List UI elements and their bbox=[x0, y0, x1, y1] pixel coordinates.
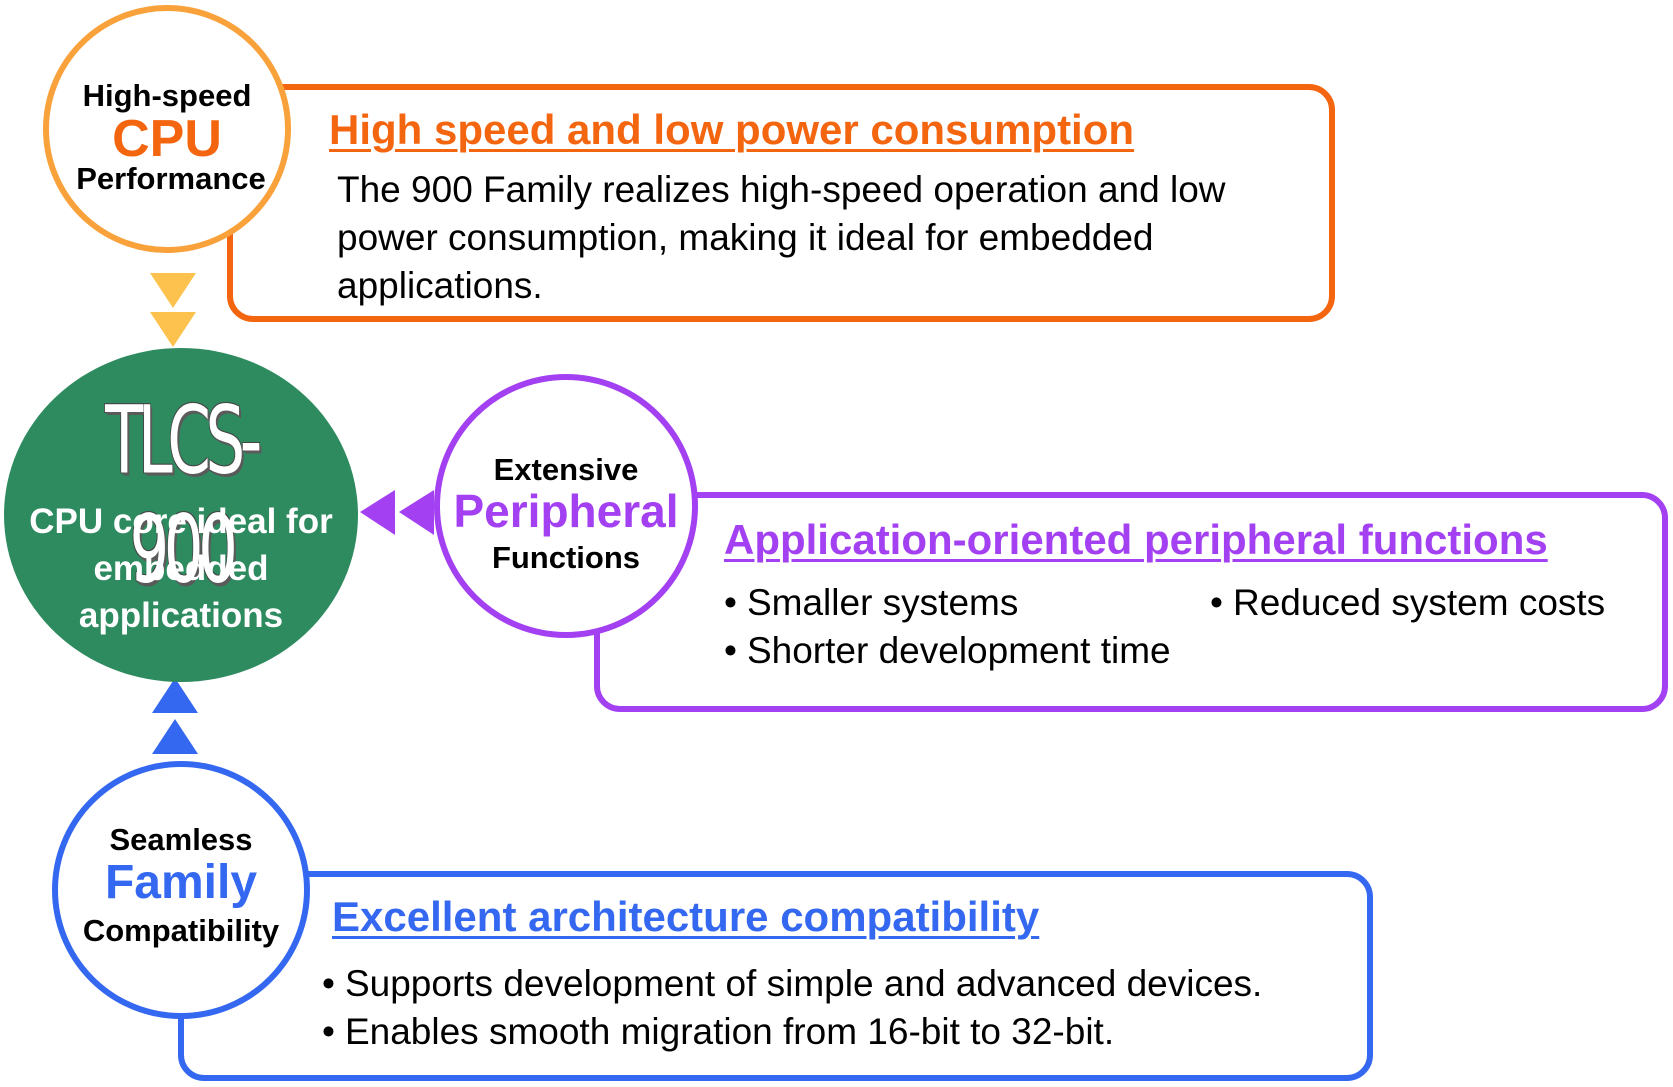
family-circle-big-label: Family bbox=[104, 856, 258, 909]
peripheral-circle-top-label: Extensive bbox=[493, 452, 639, 487]
family-circle: Seamless Family Compatibility bbox=[52, 761, 310, 1019]
core-title: TLCS-900 bbox=[105, 385, 262, 605]
down-arrow-icon-1 bbox=[150, 273, 196, 308]
cpu-circle-top-label: High-speed bbox=[82, 78, 252, 113]
family-bullet-1: Supports development of simple and advan… bbox=[322, 963, 1262, 1005]
cpu-circle-big-label: CPU bbox=[112, 110, 222, 168]
peripheral-circle-big-label: Peripheral bbox=[453, 485, 679, 537]
cpu-circle-bottom-label: Performance bbox=[76, 161, 266, 196]
up-arrow-icon-1 bbox=[152, 678, 198, 713]
down-arrow-icon-2 bbox=[150, 312, 196, 347]
peripheral-feature-panel: Application-oriented peripheral function… bbox=[594, 492, 1668, 712]
peripheral-bullet-3: Shorter development time bbox=[724, 630, 1171, 672]
core-line-3: applications bbox=[78, 596, 284, 635]
left-arrow-icon-1 bbox=[360, 490, 395, 535]
up-arrow-icon-2 bbox=[152, 719, 198, 754]
cpu-feature-title: High speed and low power consumption bbox=[329, 106, 1135, 153]
cpu-feature-body: The 900 Family realizes high-speed opera… bbox=[337, 169, 1226, 306]
family-feature-title: Excellent architecture compatibility bbox=[332, 893, 1040, 940]
peripheral-bullet-2: Reduced system costs bbox=[1210, 582, 1605, 624]
cpu-feature-panel: High speed and low power consumption The… bbox=[227, 84, 1335, 322]
family-feature-panel: Excellent architecture compatibility Sup… bbox=[178, 871, 1373, 1081]
peripheral-circle: Extensive Peripheral Functions bbox=[434, 374, 698, 638]
peripheral-circle-bottom-label: Functions bbox=[491, 540, 641, 575]
family-circle-top-label: Seamless bbox=[109, 822, 253, 857]
family-bullet-2: Enables smooth migration from 16-bit to … bbox=[322, 1011, 1114, 1053]
cpu-circle: High-speed CPU Performance bbox=[43, 5, 291, 253]
core-circle: TLCS-900 CPU core ideal for embedded app… bbox=[4, 348, 358, 682]
peripheral-bullet-1: Smaller systems bbox=[724, 582, 1018, 624]
family-circle-bottom-label: Compatibility bbox=[82, 913, 280, 948]
core-line-1: CPU core ideal for bbox=[29, 502, 333, 541]
peripheral-feature-title: Application-oriented peripheral function… bbox=[724, 516, 1548, 563]
core-line-2: embedded bbox=[93, 549, 269, 588]
left-arrow-icon-2 bbox=[399, 490, 434, 535]
